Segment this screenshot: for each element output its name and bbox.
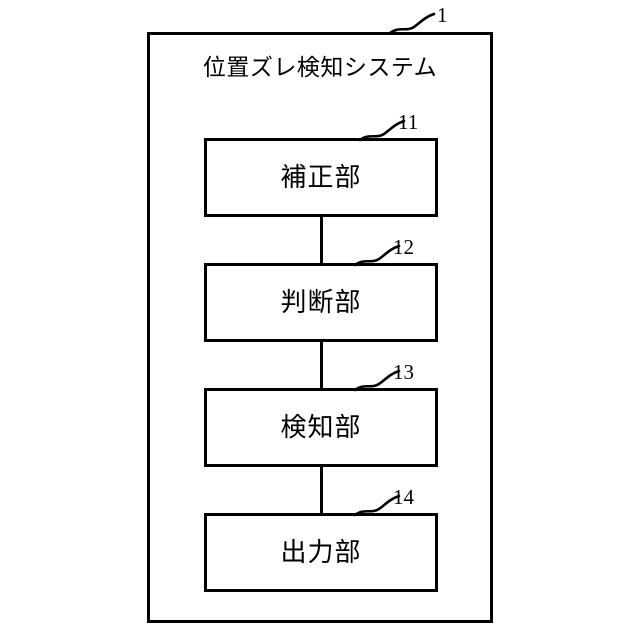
unit-box-judgment	[204, 263, 438, 342]
unit-box-output	[204, 513, 438, 592]
reference-number-system: 1	[437, 3, 448, 27]
leader-line-judgment	[353, 244, 401, 267]
leader-line-detection	[353, 369, 401, 392]
system-title: 位置ズレ検知システム	[202, 55, 438, 81]
unit-box-correction	[204, 138, 438, 217]
reference-number-judgment: 12	[393, 235, 414, 259]
unit-label-output: 出力部	[280, 538, 362, 568]
leader-line-system	[388, 12, 436, 35]
leader-line-output	[353, 494, 401, 517]
reference-number-detection: 13	[393, 360, 414, 384]
unit-box-detection	[204, 388, 438, 467]
leader-line-correction	[358, 119, 406, 142]
unit-label-judgment: 判断部	[280, 288, 362, 318]
unit-label-detection: 検知部	[280, 413, 362, 443]
reference-number-correction: 11	[398, 110, 419, 134]
unit-label-correction: 補正部	[280, 163, 362, 193]
reference-number-output: 14	[393, 485, 414, 509]
